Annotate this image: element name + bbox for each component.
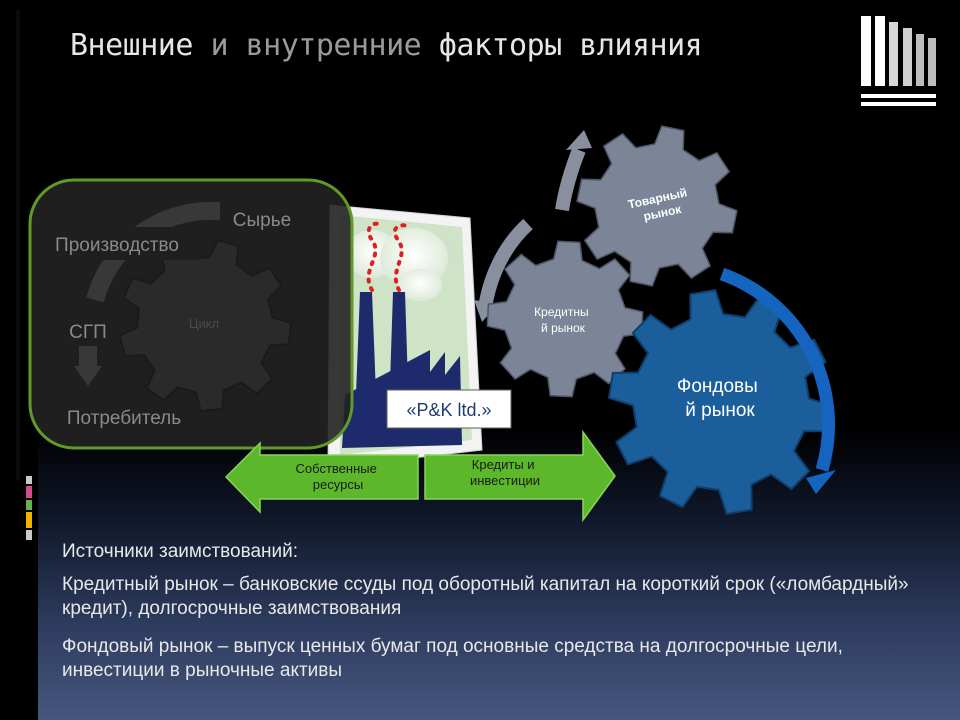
company-label: «P&K ltd.» xyxy=(406,400,491,420)
company-label-box: «P&K ltd.» xyxy=(386,389,512,429)
title-part-2: и внутренние xyxy=(210,28,439,63)
slide-title: Внешние и внутренние факторы влияния xyxy=(70,28,703,63)
stock-market-paragraph: Фондовый рынок – выпуск ценных бумаг под… xyxy=(62,636,843,681)
stock-market-arrow xyxy=(719,267,836,494)
credit-market-label: Кредитны й рынок xyxy=(534,305,592,335)
svg-text:Кредиты и инвестиции: Кредиты и инвестиции xyxy=(470,457,540,488)
cycle-raw-label: Сырье xyxy=(233,210,291,231)
svg-text:Собственные ресурсы: Собственные ресурсы xyxy=(296,461,381,492)
cycle-consumer-label: Потребитель xyxy=(67,408,181,429)
credits-investments-arrow: Кредиты и инвестиции xyxy=(424,429,616,523)
title-decoration-blocks xyxy=(861,16,936,106)
cycle-sgp-label: СГП xyxy=(69,322,107,343)
gear-icon-commodity xyxy=(576,125,738,287)
cycle-production-label: Производство xyxy=(55,235,179,256)
gear-icon xyxy=(118,238,293,412)
own-resources-arrow: Собственные ресурсы xyxy=(224,441,419,514)
credit-market-paragraph: Кредитный рынок – банковские ссуды под о… xyxy=(62,574,909,619)
left-decoration-bars xyxy=(16,0,40,720)
market-cycle-arrows xyxy=(474,130,592,322)
body-text: Источники заимствований: Кредитный рынок… xyxy=(62,540,942,697)
sources-heading: Источники заимствований: xyxy=(62,541,299,562)
cycle-panel: Цикл Сырье Производство СГП Потребитель xyxy=(28,178,354,450)
title-part-1: Внешние xyxy=(70,28,211,63)
stock-market-label: Фондовы й рынок xyxy=(677,376,763,421)
title-part-3: факторы влияния xyxy=(438,28,703,63)
cycle-center-label: Цикл xyxy=(189,316,219,331)
